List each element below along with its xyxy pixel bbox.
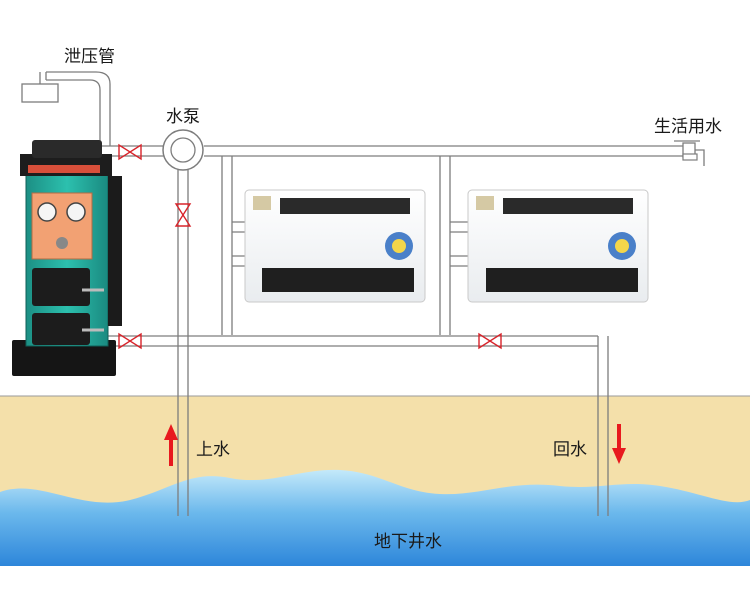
- domestic-tap: [674, 140, 705, 166]
- valve-return-right: [478, 332, 502, 350]
- water-pump-label: 水泵: [166, 107, 200, 127]
- relief-pipe-label: 泄压管: [64, 47, 115, 67]
- supply-water-label: 上水: [196, 440, 230, 460]
- fan-coil-unit-2: [467, 189, 649, 303]
- water-pump: [162, 129, 204, 171]
- valve-return-left: [118, 332, 142, 350]
- domestic-water-label: 生活用水: [654, 117, 722, 137]
- groundwater-label: 地下井水: [374, 532, 442, 552]
- return-water-label: 回水: [553, 440, 587, 460]
- pipe-network: [46, 71, 683, 516]
- supply-arrow: [164, 424, 178, 466]
- fan-coil-unit-1: [244, 189, 426, 303]
- valve-top: [118, 143, 142, 161]
- boiler: [12, 140, 122, 376]
- valves: [118, 143, 502, 350]
- valve-pump-vertical: [174, 203, 192, 227]
- bottom-margin: [0, 566, 750, 593]
- return-arrow: [612, 424, 626, 464]
- relief-pipe-cup: [21, 72, 59, 103]
